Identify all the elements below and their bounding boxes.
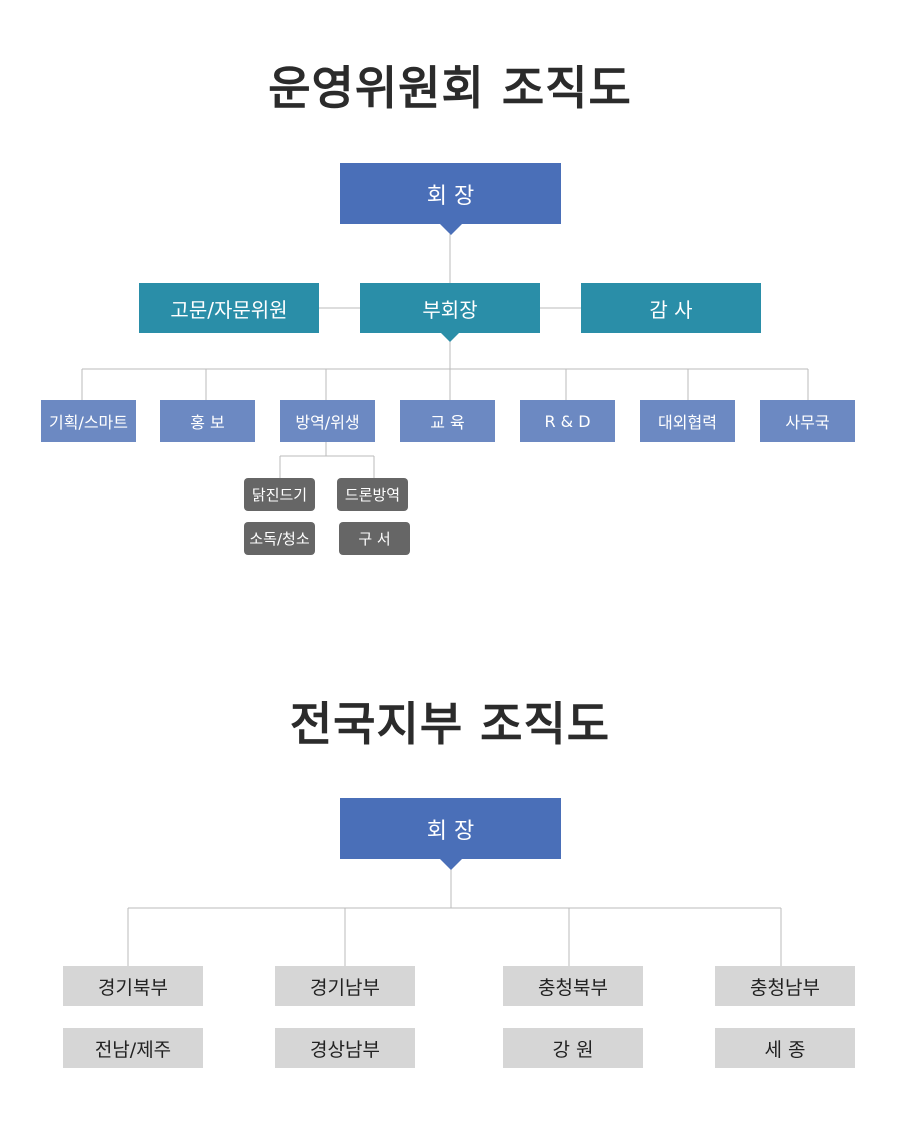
department-box: 기획/스마트 — [41, 400, 136, 442]
sub-unit-box: 드론방역 — [337, 478, 408, 511]
department-box: 방역/위생 — [280, 400, 375, 442]
branch-title: 전국지부 조직도 — [289, 697, 611, 751]
branch-box: 충청북부 — [503, 966, 643, 1006]
branch-box: 전남/제주 — [63, 1028, 203, 1068]
advisor-box: 고문/자문위원 — [139, 283, 319, 333]
branch-box: 경기남부 — [275, 966, 415, 1006]
branch-box: 경상남부 — [275, 1028, 415, 1068]
sub-unit-box: 구 서 — [339, 522, 410, 555]
vice-chairman-box: 부회장 — [360, 283, 540, 333]
branch-box: 경기북부 — [63, 966, 203, 1006]
department-box: R & D — [520, 400, 615, 442]
auditor-box: 감 사 — [581, 283, 761, 333]
branch-box: 충청남부 — [715, 966, 855, 1006]
department-box: 홍 보 — [160, 400, 255, 442]
vice-chairman-arrow — [441, 333, 459, 342]
department-box: 대외협력 — [640, 400, 735, 442]
sub-unit-box: 소독/청소 — [244, 522, 315, 555]
branch-chairman-arrow — [440, 859, 462, 870]
branch-box: 세 종 — [715, 1028, 855, 1068]
department-box: 사무국 — [760, 400, 855, 442]
chairman-arrow — [440, 224, 462, 235]
sub-unit-box: 닭진드기 — [244, 478, 315, 511]
branch-box: 강 원 — [503, 1028, 643, 1068]
committee-chairman-box: 회 장 — [340, 163, 561, 224]
committee-title: 운영위원회 조직도 — [268, 61, 632, 115]
branch-chairman-box: 회 장 — [340, 798, 561, 859]
department-box: 교 육 — [400, 400, 495, 442]
